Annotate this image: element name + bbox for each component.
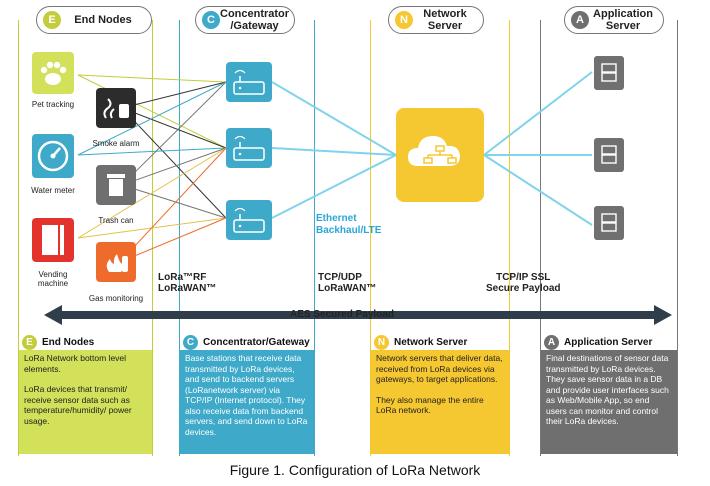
gateway-device-3 [226, 200, 272, 240]
application-desc-badge: A [544, 334, 559, 350]
figure-caption: Figure 1. Configuration of LoRa Network [229, 462, 481, 478]
application-badge: A [571, 11, 589, 29]
lora-rf-label: LoRa™RF LoRaWAN™ [158, 272, 217, 294]
end-nodes-badge: E [43, 11, 61, 29]
application-desc-title: Application Server [564, 336, 653, 348]
smoke-alarm-icon [103, 98, 129, 119]
gas-cylinder-icon [106, 254, 128, 272]
smoke-alarm-device [96, 88, 136, 128]
gauge-icon [37, 140, 69, 172]
gateway-column [179, 20, 315, 456]
network-description: Network servers that deliver data, recei… [371, 350, 509, 454]
gateway-device-2 [226, 128, 272, 168]
pet-tracking-device [32, 52, 74, 94]
network-desc-header: N Network Server [374, 333, 467, 351]
server-icon [601, 145, 617, 164]
ethernet-label: Ethernet Backhaul/LTE [316, 213, 382, 236]
network-badge: N [395, 11, 413, 29]
end-nodes-description: LoRa Network bottom level elements. LoRa… [19, 350, 152, 454]
end-nodes-header: E End Nodes [36, 6, 152, 34]
application-server-2 [594, 138, 624, 172]
aes-payload-label: AES Secured Payload [290, 309, 394, 320]
application-desc-header: A Application Server [544, 333, 652, 351]
end-nodes-desc-p1: LoRa Network bottom level elements. [24, 353, 127, 374]
tcp-ip-ssl-label: TCP/IP SSL Secure Payload [486, 272, 561, 294]
end-nodes-column [18, 20, 153, 456]
application-desc-p1: Final destinations of sensor data transm… [546, 353, 669, 426]
network-desc-p2: They also manage the entire LoRa network… [376, 394, 484, 416]
gateway-badge: C [202, 11, 220, 29]
network-desc-badge: N [374, 334, 389, 350]
trash-can-device [96, 165, 136, 205]
application-server-1 [594, 56, 624, 90]
gateway-title: Concentrator /Gateway [220, 8, 290, 32]
tcp-udp-label: TCP/UDP LoRaWAN™ [318, 272, 377, 294]
server-icon [601, 63, 617, 82]
network-desc-title: Network Server [394, 336, 468, 348]
gas-monitoring-device [96, 242, 136, 282]
end-nodes-desc-header: E End Nodes [22, 333, 94, 351]
router-icon [233, 69, 265, 95]
paw-icon [40, 61, 67, 85]
pet-tracking-label: Pet tracking [31, 100, 75, 109]
smoke-alarm-label: Smoke alarm [92, 139, 140, 148]
network-header: N Network Server [388, 6, 484, 34]
network-column [370, 20, 510, 456]
server-icon [601, 213, 617, 232]
vending-machine-device [32, 218, 74, 262]
vending-machine-icon [42, 225, 64, 255]
network-desc-p1: Network servers that deliver data, recei… [376, 353, 503, 384]
water-meter-device [32, 134, 74, 178]
application-server-3 [594, 206, 624, 240]
end-nodes-desc-title: End Nodes [42, 336, 95, 348]
gateway-desc-badge: C [183, 334, 198, 350]
end-nodes-title: End Nodes [74, 14, 132, 26]
trash-can-icon [107, 174, 125, 196]
vending-machine-label: Vending machine [37, 270, 69, 288]
router-icon [233, 207, 265, 233]
gateway-device-1 [226, 62, 272, 102]
water-meter-label: Water meter [31, 186, 75, 195]
application-description: Final destinations of sensor data transm… [541, 350, 677, 454]
trash-can-label: Trash can [98, 216, 134, 225]
cloud-network-icon [408, 136, 460, 166]
end-nodes-desc-badge: E [22, 334, 37, 350]
network-title: Network Server [423, 8, 467, 32]
network-server-device [396, 108, 484, 202]
router-icon [233, 135, 265, 161]
gas-monitoring-label: Gas monitoring [88, 294, 144, 303]
gateway-desc-p1: Base stations that receive data transmit… [185, 353, 308, 437]
end-nodes-desc-p2: LoRa devices that transmit/ receive sens… [24, 384, 132, 426]
gateway-description: Base stations that receive data transmit… [180, 350, 314, 454]
application-title: Application Server [593, 8, 653, 32]
gateway-header: C Concentrator /Gateway [195, 6, 295, 34]
gateway-desc-title: Concentrator/Gateway [203, 336, 310, 348]
application-header: A Application Server [564, 6, 664, 34]
gateway-desc-header: C Concentrator/Gateway [183, 333, 310, 351]
application-column [540, 20, 678, 456]
